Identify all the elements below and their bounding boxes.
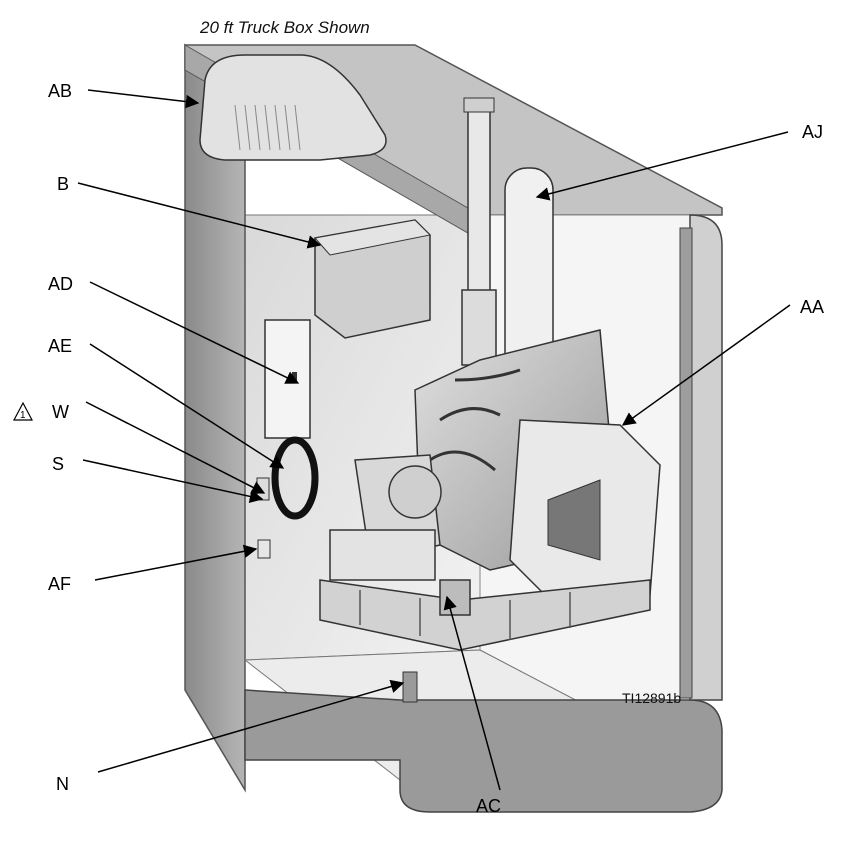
callout-aj: AJ bbox=[802, 122, 823, 142]
figure-id: TI12891b bbox=[622, 690, 682, 706]
leader-w bbox=[85, 401, 266, 494]
exhaust-pipe bbox=[467, 109, 491, 311]
callout-ad: AD bbox=[48, 274, 73, 294]
leader-b bbox=[77, 182, 322, 249]
engine-hoses bbox=[429, 368, 521, 472]
exhaust-outlet bbox=[463, 97, 495, 113]
callout-w: W bbox=[52, 402, 69, 422]
compressor-housing bbox=[329, 529, 436, 581]
leader-aa bbox=[621, 304, 791, 426]
leader-ac bbox=[443, 595, 501, 791]
warning-marker-number: 1 bbox=[20, 410, 26, 421]
valve-assembly bbox=[439, 579, 471, 616]
electrical-box-top bbox=[314, 219, 432, 256]
truck-floor-edge bbox=[244, 689, 723, 813]
warning-triangle-marker: 1 bbox=[13, 401, 33, 421]
truck-door-frame bbox=[679, 227, 693, 699]
wall-valve-w bbox=[256, 477, 270, 501]
callout-b: B bbox=[57, 174, 69, 194]
figure-caption: 20 ft Truck Box Shown bbox=[200, 18, 370, 37]
leader-ad bbox=[89, 281, 300, 384]
leader-af bbox=[94, 544, 258, 581]
pulley bbox=[388, 465, 442, 519]
callout-af: AF bbox=[48, 574, 71, 594]
leader-ab bbox=[87, 89, 200, 109]
ac-vent-grille bbox=[234, 104, 301, 151]
skid-cross-members bbox=[359, 590, 571, 640]
callout-aa: AA bbox=[800, 297, 824, 317]
leader-aj bbox=[535, 131, 789, 201]
roof-air-conditioner bbox=[199, 54, 387, 161]
callout-s: S bbox=[52, 454, 64, 474]
radiator-intake bbox=[547, 479, 601, 561]
leader-lines bbox=[77, 89, 791, 791]
floor-post bbox=[402, 671, 418, 703]
callout-ae: AE bbox=[48, 336, 72, 356]
truck-corner-post bbox=[689, 214, 723, 701]
exhaust-muffler bbox=[461, 289, 497, 366]
leader-s bbox=[82, 459, 264, 504]
leader-n bbox=[97, 679, 405, 773]
callout-n: N bbox=[56, 774, 69, 794]
wall-outlet-af bbox=[257, 539, 271, 559]
callout-ab: AB bbox=[48, 81, 72, 101]
leader-ae bbox=[89, 343, 285, 469]
control-panel bbox=[264, 319, 311, 439]
hose-coil bbox=[271, 436, 319, 520]
callout-ac: AC bbox=[476, 796, 501, 816]
